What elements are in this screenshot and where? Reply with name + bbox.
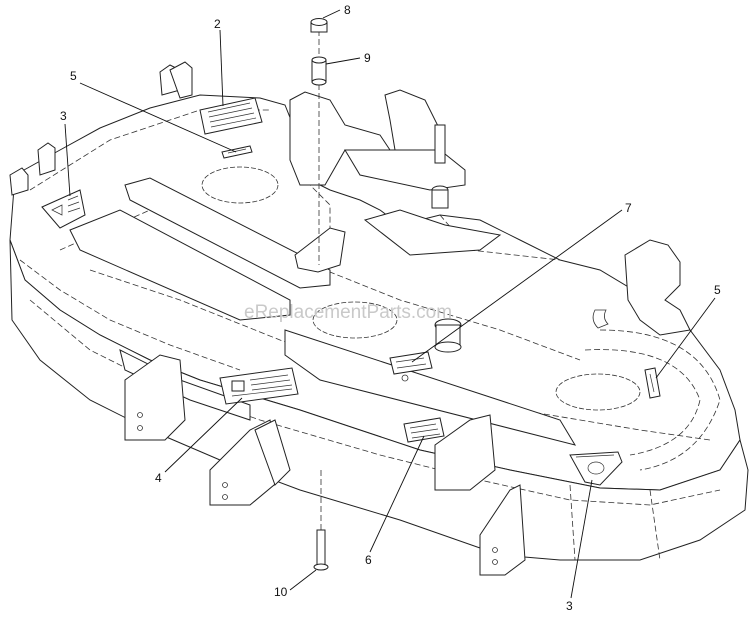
callout-3-left: 3	[60, 109, 67, 123]
decal-part-7	[389, 351, 433, 382]
bolt-part-10	[313, 470, 329, 571]
callout-9: 9	[364, 51, 371, 65]
blade-spindle-openings	[201, 166, 641, 411]
bushing-and-nut-stack	[310, 18, 328, 265]
decal-part-3-left	[41, 189, 86, 229]
right-hitch-bracket	[592, 239, 691, 336]
callout-5-left: 5	[70, 69, 77, 83]
front-mount-brackets	[124, 354, 526, 576]
decal-part-2	[199, 97, 263, 135]
deck-baffles	[69, 177, 577, 446]
callout-6: 6	[365, 553, 372, 567]
decal-part-4	[219, 367, 299, 405]
rear-mount-tabs	[9, 61, 193, 196]
rear-hitch-assembly	[289, 89, 502, 273]
callout-2: 2	[214, 17, 221, 31]
callout-labels: 8 9 2 5 3 7 5 4 6 10 3	[60, 3, 721, 613]
callout-3-right: 3	[566, 599, 573, 613]
decal-part-6	[403, 417, 445, 443]
decal-part-3-right	[569, 451, 623, 486]
callout-4: 4	[155, 471, 162, 485]
callout-leaders	[64, 9, 716, 599]
decal-part-5-left	[221, 145, 253, 159]
decal-part-5-right	[644, 367, 661, 399]
callout-8: 8	[344, 3, 351, 17]
callout-7: 7	[625, 201, 632, 215]
watermark-text: eReplacementParts.com	[244, 302, 452, 323]
callout-5-right: 5	[714, 283, 721, 297]
callout-10: 10	[274, 585, 288, 599]
